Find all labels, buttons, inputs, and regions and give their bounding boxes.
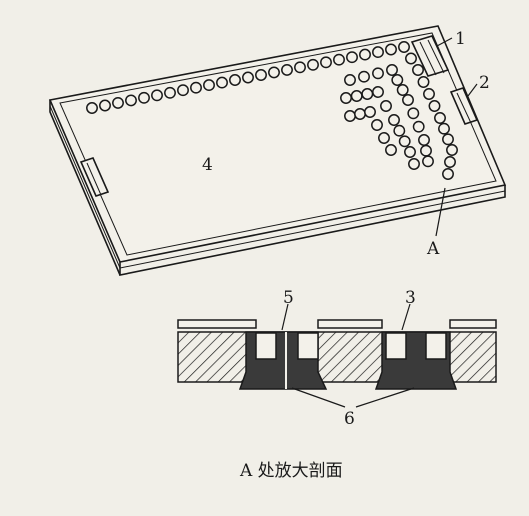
section-leaders xyxy=(281,303,415,408)
coil-loop xyxy=(255,69,267,81)
coil-loop xyxy=(359,48,371,61)
cross-section xyxy=(177,319,497,390)
coil-loop xyxy=(408,158,420,170)
coil-loop xyxy=(307,58,319,71)
coil-loop xyxy=(393,124,406,137)
coil-loop xyxy=(86,102,98,114)
label-1: 1 xyxy=(455,29,466,49)
heating-coil xyxy=(86,41,458,180)
coil-loop xyxy=(358,70,370,83)
coil-loop xyxy=(344,110,356,122)
coil-loop xyxy=(434,112,446,124)
coil-loop xyxy=(388,114,400,126)
coil-loop xyxy=(423,88,435,100)
left-clip xyxy=(79,157,110,197)
coil-loop xyxy=(420,144,432,157)
plate-drawing xyxy=(48,25,507,276)
coil-loop xyxy=(350,90,363,102)
coil-loop xyxy=(428,100,441,112)
coil-loop xyxy=(398,135,411,148)
joint xyxy=(410,35,450,77)
coil-loop xyxy=(99,99,111,112)
coil-loop xyxy=(229,74,241,86)
coil-loop xyxy=(407,107,420,120)
right-tube xyxy=(385,332,407,360)
coil-loop xyxy=(396,84,409,96)
plate-edge-left xyxy=(49,100,121,276)
coil-loop xyxy=(268,66,280,79)
coil-loop xyxy=(340,92,352,104)
coil-loop xyxy=(361,88,374,100)
coil-loop xyxy=(412,64,424,76)
label-2: 2 xyxy=(479,73,490,93)
label-3: 3 xyxy=(405,288,416,308)
coil-loop xyxy=(190,81,202,94)
coil-loop xyxy=(203,79,215,92)
coil-loop xyxy=(371,119,383,131)
coil-loop xyxy=(138,91,150,104)
coil-loop xyxy=(333,53,345,66)
label-4: 4 xyxy=(202,155,213,175)
coil-loop xyxy=(164,86,176,99)
coil-loop xyxy=(372,67,384,80)
coil-loop xyxy=(442,168,454,180)
coil-loop xyxy=(386,64,398,76)
plate-rim xyxy=(59,32,497,256)
coil-loop xyxy=(402,94,414,106)
coil-loop xyxy=(294,61,306,74)
right-clip xyxy=(449,87,479,125)
coil-loop xyxy=(385,144,397,156)
coil-loop xyxy=(446,144,458,156)
coil-loop xyxy=(372,46,384,59)
coil-loop xyxy=(378,132,390,144)
coil-loop xyxy=(242,71,254,84)
coil-loop xyxy=(422,155,434,168)
coil-loop xyxy=(380,100,392,112)
coil-loop xyxy=(346,51,358,64)
leader-lines xyxy=(435,37,478,237)
coil-loop xyxy=(417,76,430,88)
coil-loop xyxy=(442,133,454,146)
coil-loop xyxy=(418,134,430,146)
coil-loop xyxy=(125,94,137,107)
coil-loop xyxy=(177,84,189,97)
coil-loop xyxy=(385,43,397,56)
coil-loop xyxy=(364,106,376,118)
coil-loop xyxy=(372,86,384,98)
coil-loop xyxy=(438,122,450,135)
coil-loop xyxy=(398,41,410,53)
coil-loop xyxy=(412,120,425,133)
figure-caption: A 处放大剖面 xyxy=(239,461,343,481)
coil-loop xyxy=(391,74,404,86)
coil-loop xyxy=(320,56,332,69)
label-detail-a: A xyxy=(426,239,440,259)
coil-loop xyxy=(444,156,456,168)
coil-loop xyxy=(281,63,293,76)
coil-loop xyxy=(404,146,416,158)
coil-loop xyxy=(405,52,417,65)
label-5: 5 xyxy=(283,288,294,308)
coil-loop xyxy=(151,89,163,102)
coil-loop xyxy=(354,108,366,120)
coil-loop xyxy=(216,76,228,89)
left-tube xyxy=(255,332,277,360)
label-6: 6 xyxy=(344,409,355,429)
coil-loop xyxy=(112,96,124,109)
coil-loop xyxy=(344,74,356,86)
